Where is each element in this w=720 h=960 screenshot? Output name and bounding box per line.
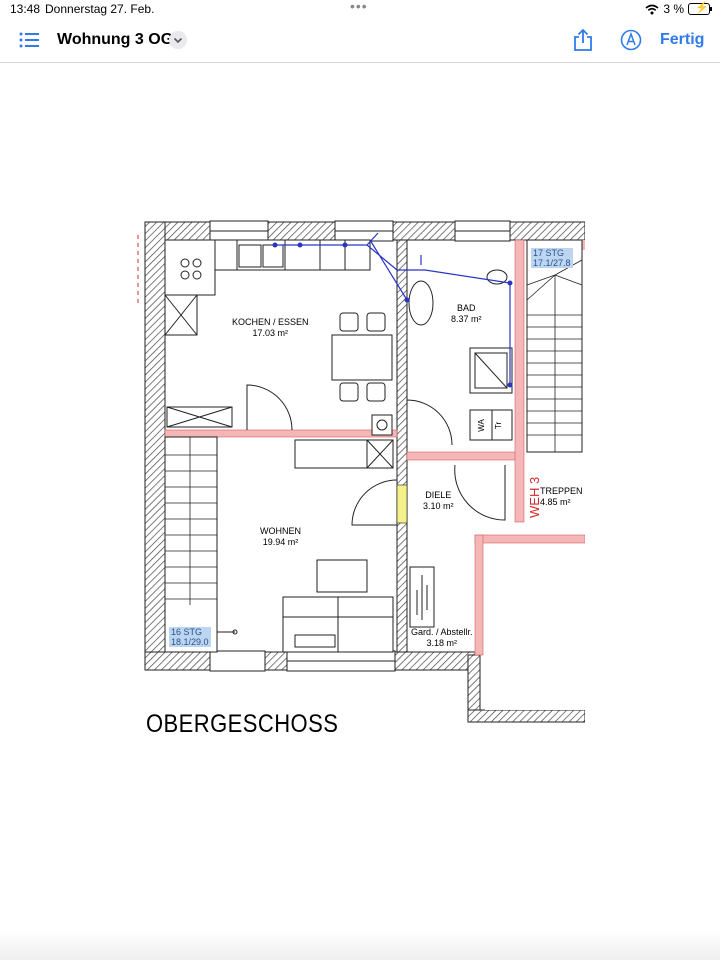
done-button[interactable]: Fertig — [660, 31, 705, 48]
room-storage: Gard. / Abstellr. 3.18 m² — [411, 627, 473, 649]
share-icon[interactable] — [572, 28, 594, 52]
document-title[interactable]: Wohnung 3 OG — [57, 31, 174, 48]
stair-label-upper: 17 STG 17.1/27.8 — [531, 248, 573, 268]
markup-icon[interactable] — [620, 29, 642, 51]
stair-label-upper-dims: 17.1/27.8 — [533, 258, 571, 268]
room-hall-area: 3.10 m² — [423, 501, 454, 511]
room-stairs: TREPPEN 4.85 m² — [540, 486, 583, 508]
room-storage-name: Gard. / Abstellr. — [411, 627, 473, 637]
chevron-down-icon — [173, 37, 183, 44]
stair-label-lower-count: 16 STG — [171, 627, 203, 637]
dryer-label: Tr — [494, 421, 504, 430]
status-bar: 13:48 Donnerstag 27. Feb. ••• 3 % ⚡ — [0, 0, 720, 20]
floor-title: OBERGESCHOSS — [146, 710, 339, 738]
room-kitchen: KOCHEN / ESSEN 17.03 m² — [232, 317, 309, 339]
wifi-icon — [645, 4, 659, 14]
status-time: 13:48 — [10, 2, 41, 16]
status-date: Donnerstag 27. Feb. — [45, 2, 155, 16]
floor-plan-drawing — [137, 220, 586, 723]
multitasking-dots-icon[interactable]: ••• — [350, 0, 368, 14]
room-stairs-area: 4.85 m² — [540, 497, 571, 507]
room-living-name: WOHNEN — [260, 526, 301, 536]
room-kitchen-name: KOCHEN / ESSEN — [232, 317, 309, 327]
room-living: WOHNEN 19.94 m² — [260, 526, 301, 548]
battery-percent: 3 % — [663, 2, 684, 16]
stair-label-lower: 16 STG 18.1/29.0 — [169, 627, 211, 647]
room-stairs-name: TREPPEN — [540, 486, 583, 496]
room-living-area: 19.94 m² — [262, 537, 299, 547]
room-kitchen-area: 17.03 m² — [252, 328, 289, 338]
stair-label-upper-count: 17 STG — [533, 248, 565, 258]
title-menu-button[interactable] — [169, 31, 187, 49]
room-bath: BAD 8.37 m² — [451, 303, 482, 325]
unit-marker: WEH 3 — [527, 476, 542, 518]
room-storage-area: 3.18 m² — [426, 638, 458, 648]
room-bath-area: 8.37 m² — [451, 314, 482, 324]
floor-plan: KOCHEN / ESSEN 17.03 m² BAD 8.37 m² DIEL… — [135, 215, 586, 730]
room-hall-name: DIELE — [425, 490, 452, 500]
battery-icon: ⚡ — [688, 2, 712, 15]
washer-label: WA — [476, 419, 486, 432]
room-hall: DIELE 3.10 m² — [423, 490, 454, 512]
status-indicators: 3 % ⚡ — [645, 2, 712, 16]
list-icon[interactable] — [18, 30, 40, 50]
room-bath-name: BAD — [457, 303, 476, 313]
navigation-bar: Wohnung 3 OG Fertig — [0, 20, 720, 63]
stair-label-lower-dims: 18.1/29.0 — [171, 637, 209, 647]
bottom-gradient — [0, 930, 720, 960]
